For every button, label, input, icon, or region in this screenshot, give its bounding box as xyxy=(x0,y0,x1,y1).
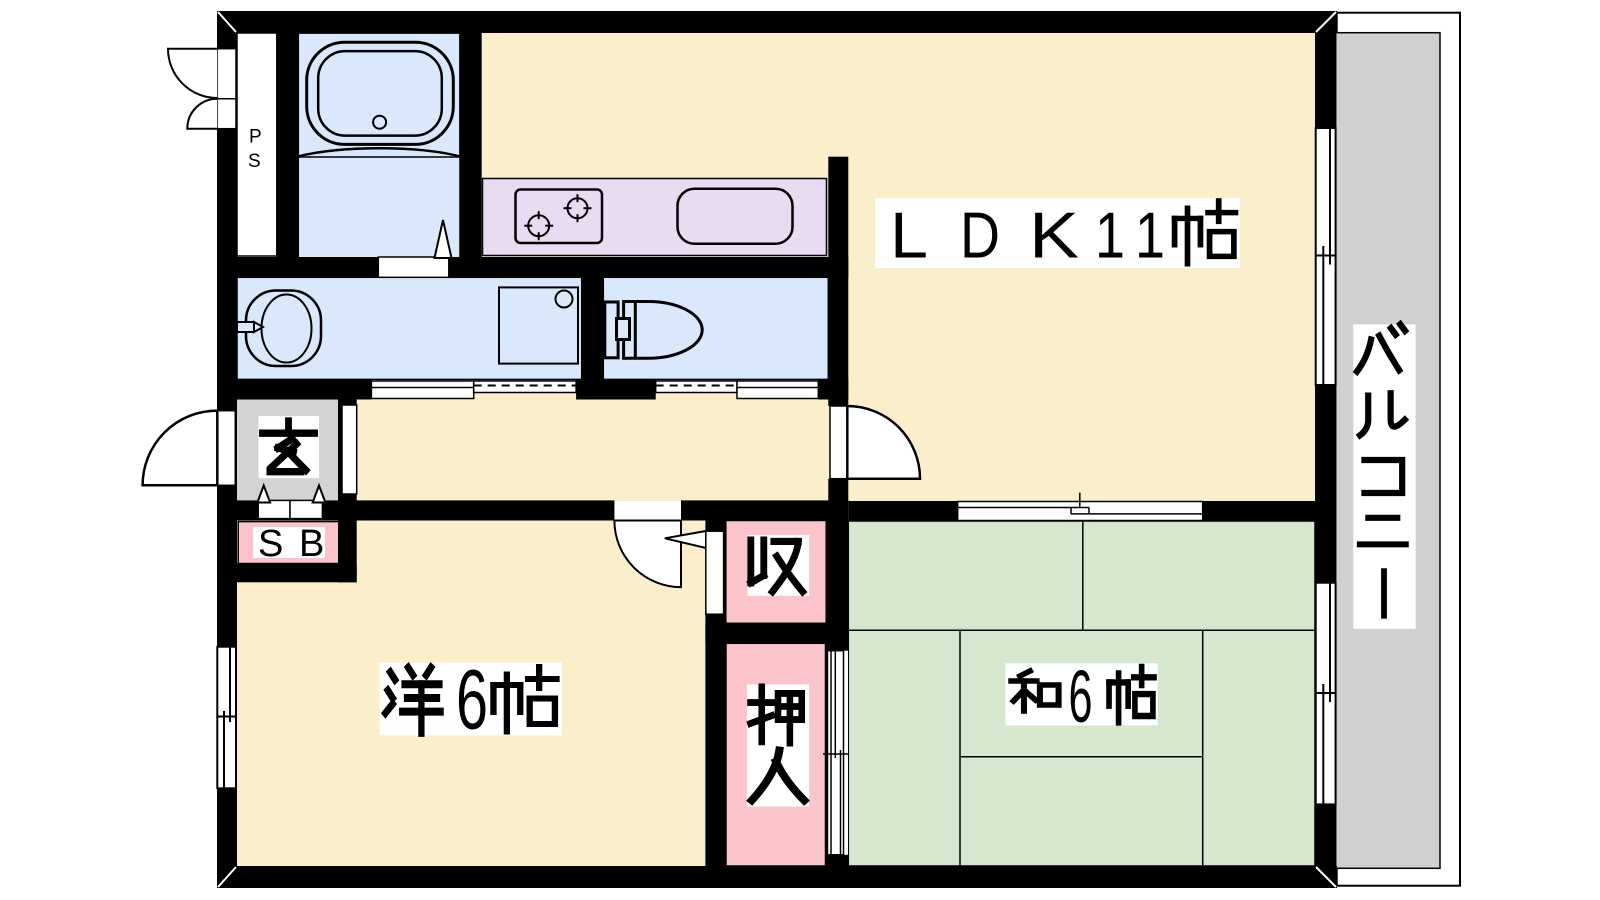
svg-text:P: P xyxy=(249,127,262,148)
svg-text:S: S xyxy=(248,151,261,172)
svg-text:K: K xyxy=(1029,199,1079,272)
svg-text:6: 6 xyxy=(456,653,488,747)
svg-text:L: L xyxy=(890,199,928,272)
svg-text:S: S xyxy=(258,523,283,565)
svg-text:B: B xyxy=(299,523,324,565)
svg-text:D: D xyxy=(960,199,1000,272)
svg-text:1: 1 xyxy=(1135,199,1165,272)
svg-text:6: 6 xyxy=(1069,655,1093,738)
svg-text:1: 1 xyxy=(1095,199,1125,272)
